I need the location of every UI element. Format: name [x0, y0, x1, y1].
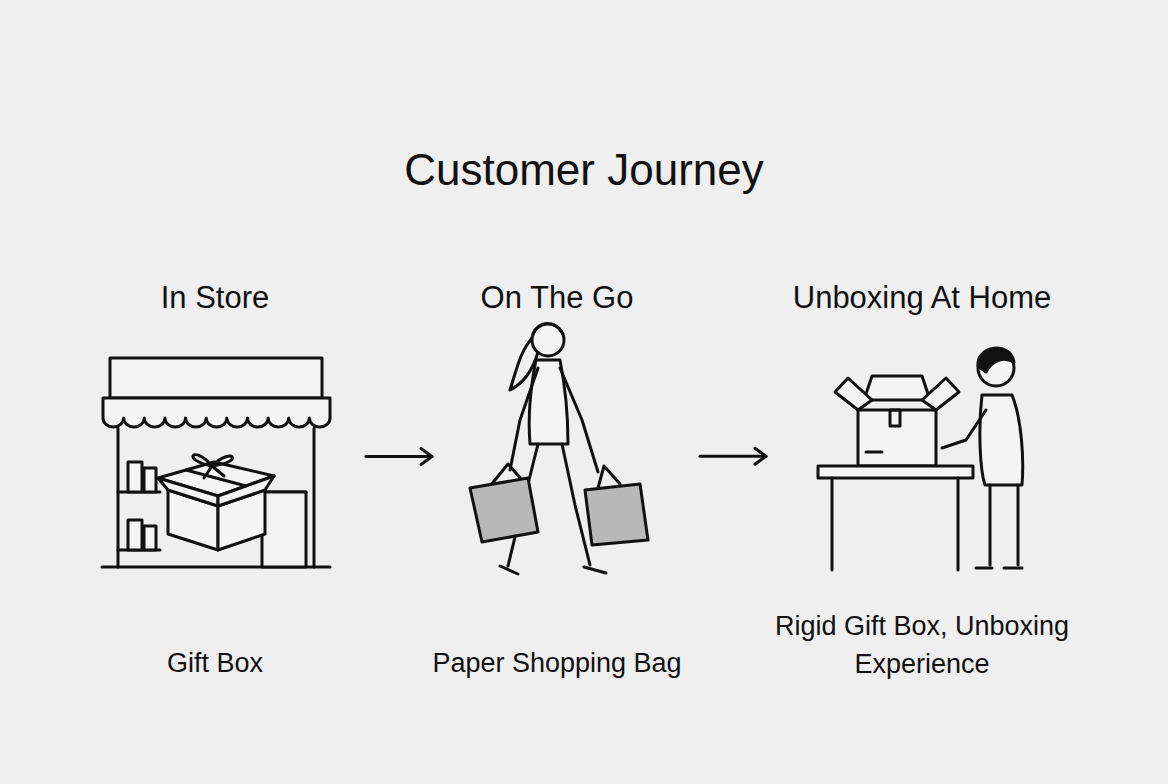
store-icon: [102, 358, 330, 567]
arrow-head: [755, 448, 766, 464]
packaging-caption: Paper Shopping Bag: [392, 644, 722, 682]
stage-box: On The GoPaper Shopping Bag: [462, 320, 652, 582]
packaging-caption: Rigid Gift Box, Unboxing Experience: [772, 607, 1072, 684]
walking-person-icon: [470, 324, 648, 575]
stage-box: Unboxing At HomeRigid Gift Box, Unboxing…: [812, 345, 1032, 578]
arrow-shaft: [700, 455, 766, 458]
stage-heading: On The Go: [347, 276, 767, 319]
unboxing-icon: [818, 348, 1023, 570]
stage-heading: In Store: [5, 276, 425, 319]
arrow-head: [421, 449, 432, 465]
diagram-title: Customer Journey: [184, 144, 984, 197]
packaging-caption: Gift Box: [55, 644, 375, 682]
flow-arrow: [700, 448, 766, 464]
flow-arrow: [366, 449, 432, 465]
stage-box: In StoreGift Box: [100, 350, 330, 572]
stage-heading: Unboxing At Home: [712, 276, 1132, 319]
arrow-shaft: [366, 455, 432, 458]
